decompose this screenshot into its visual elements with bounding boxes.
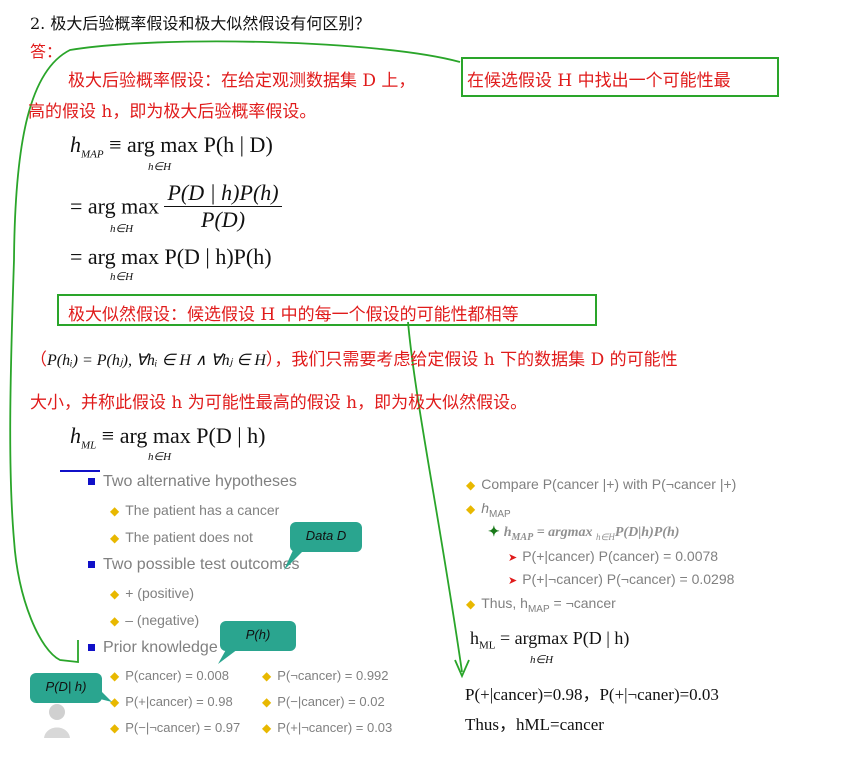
person-figure-icon	[44, 704, 70, 738]
bullet-outcomes: Two possible test outcomes	[88, 556, 300, 574]
hypothesis-item-2: ◆The patient does not	[110, 529, 253, 545]
question-text: 2. 极大后验概率假设和极大似然假设有何区别？	[30, 14, 371, 33]
ml-conclusion: Thus，hML=cancer	[465, 715, 604, 734]
outcome-item-2: ◆– (negative)	[110, 612, 200, 628]
answer-label: 答：	[30, 42, 63, 61]
callout-ph-pointer	[218, 646, 242, 664]
slide-accent-line	[60, 470, 100, 472]
map-boxed-text: 在候选假设 H 中找出一个可能性最	[467, 71, 731, 91]
map-definition-text: 极大后验概率假设：在给定观测数据集 D 上，	[68, 71, 416, 91]
map-highlight-box	[461, 57, 779, 97]
hml-equation: hML = argmax P(D | h)	[470, 628, 630, 652]
map-equation-line3: = arg max P(D | h)P(h)	[70, 244, 272, 269]
argmax-subscript-ml: h∈H	[148, 451, 172, 463]
hypothesis-item-1: ◆The patient has a cancer	[110, 502, 280, 518]
prior-row1-col2: ◆P(¬cancer) = 0.992	[262, 668, 389, 683]
right-thus-map: ◆Thus, hMAP = ¬cancer	[466, 595, 616, 615]
callout-data-d-pointer	[284, 548, 306, 570]
likelihood-values: P(+|cancer)=0.98，P(+|¬caner)=0.03	[465, 685, 719, 704]
ml-highlight-box	[57, 294, 597, 326]
right-hmap-formula: ✦hMAP = argmax h∈HP(D|h)P(h)	[488, 525, 680, 543]
callout-pdh: P(D| h)	[30, 673, 102, 703]
prior-row3-col2: ◆P(+|¬cancer) = 0.03	[262, 720, 393, 735]
ml-condition-line: （P(hᵢ) = P(hⱼ), ∀hᵢ ∈ H ∧ ∀hⱼ ∈ H），我们只需要…	[30, 350, 678, 370]
right-hmap: ◆hMAP	[466, 500, 511, 520]
right-compare: ◆Compare P(cancer |+) with P(¬cancer |+)	[466, 476, 737, 492]
argmax-subscript-1: h∈H	[148, 161, 172, 173]
right-likelihood-notcancer: ➤P(+|¬cancer) P(¬cancer) = 0.0298	[508, 571, 735, 587]
equal-prior-condition: P(hᵢ) = P(hⱼ), ∀hᵢ ∈ H ∧ ∀hⱼ ∈ H	[47, 352, 266, 369]
map-equation-line2: = arg max P(D | h)P(h) P(D)	[70, 180, 282, 233]
prior-row2-col2: ◆P(−|cancer) = 0.02	[262, 694, 385, 709]
ml-definition-line3: 大小，并称此假设 h 为可能性最高的假设 h，即为极大似然假设。	[30, 393, 528, 413]
bullet-prior-knowledge: Prior knowledge	[88, 639, 218, 657]
bullet-hypotheses: Two alternative hypotheses	[88, 473, 297, 491]
map-definition-line2: 高的假设 h，即为极大后验概率假设。	[28, 102, 317, 122]
map-equation-line1: hMAP ≡ arg max P(h | D)	[70, 132, 273, 161]
ml-definition-boxed: 极大似然假设：候选假设 H 中的每一个假设的可能性都相等	[68, 305, 519, 325]
hml-argmax-subscript: h∈H	[530, 654, 554, 666]
right-likelihood-cancer: ➤P(+|cancer) P(cancer) = 0.0078	[508, 548, 719, 564]
callout-pdh-pointer	[96, 686, 112, 702]
outcome-item-1: ◆+ (positive)	[110, 585, 195, 601]
prior-row1-col1: ◆P(cancer) = 0.008	[110, 668, 229, 683]
argmax-subscript-3: h∈H	[110, 271, 134, 283]
map-definition-line1: 极大后验概率假设：在给定观测数据集 D 上，	[68, 66, 415, 91]
argmax-subscript-2: h∈H	[110, 223, 134, 235]
map-fraction: P(D | h)P(h) P(D)	[164, 180, 282, 233]
prior-row3-col1: ◆P(−|¬cancer) = 0.97	[110, 720, 241, 735]
prior-row2-col1: ◆P(+|cancer) = 0.98	[110, 694, 233, 709]
ml-equation: hML ≡ arg max P(D | h)	[70, 423, 266, 452]
callout-data-d: Data D	[290, 522, 362, 552]
